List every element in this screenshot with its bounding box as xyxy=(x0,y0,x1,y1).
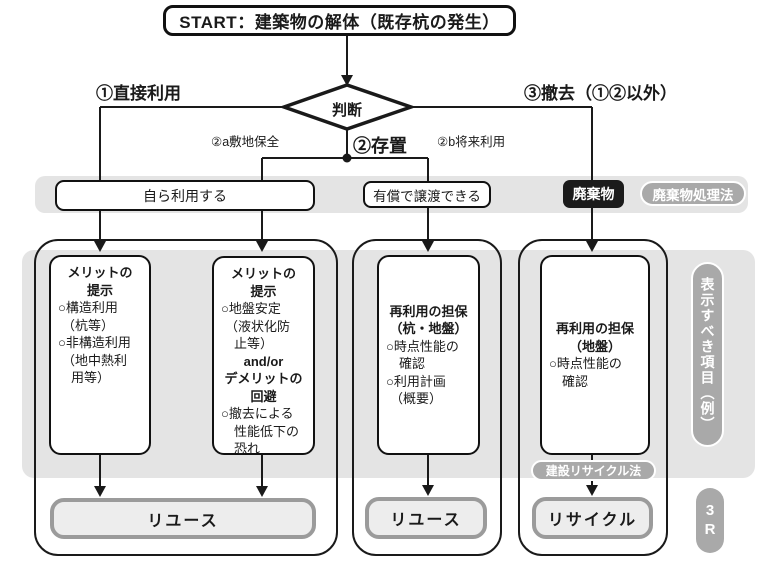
box3-line: （概要） xyxy=(390,391,443,406)
leave-in-place-container xyxy=(352,239,502,556)
branch-label-future-use: ②b将来利用 xyxy=(437,135,506,149)
box1-line: 提示 xyxy=(86,282,113,298)
box2-line: 止等） xyxy=(234,336,274,351)
box2-line: ○地盤安定 xyxy=(221,301,281,316)
construction-recycle-law-pill: 建設リサイクル法 xyxy=(531,460,656,481)
box2-line: 提示 xyxy=(250,283,277,299)
box2-line: メリットの xyxy=(230,266,296,281)
reuse-guarantee-ground-box: 再利用の担保 （地盤） ○時点性能の 確認 xyxy=(540,255,650,455)
branch-label-removal: ③撤去（①②以外） xyxy=(524,84,677,103)
box1-line: ○構造利用 xyxy=(58,300,118,315)
box3-line: （杭・地盤） xyxy=(389,321,468,336)
box2-line: （液状化防 xyxy=(225,318,291,334)
reuse-result-left: リユース xyxy=(50,498,316,539)
box2-line: 性能低下の xyxy=(234,423,300,439)
box4-line: 再利用の担保 xyxy=(555,321,634,336)
box1-line: （地中熱利 xyxy=(62,352,128,368)
box3-line: ○利用計画 xyxy=(386,373,446,389)
three-r-pill: 3R xyxy=(696,488,724,553)
box4-line: ○時点性能の xyxy=(549,356,622,371)
direct-use-container xyxy=(34,239,338,556)
box1-line: メリットの xyxy=(67,265,133,280)
box1-line: 用等） xyxy=(71,370,111,385)
box1-line: （杭等） xyxy=(62,317,115,333)
branch-junction-dot xyxy=(342,153,352,163)
merit-demerit-box: メリットの 提示 ○地盤安定 （液状化防 止等） and/or デメリットの 回… xyxy=(212,256,315,456)
box2-line: ○撤去による xyxy=(221,406,294,421)
box2-line: and/or xyxy=(243,353,284,369)
waste-disposal-law-pill: 廃棄物処理法 xyxy=(640,181,746,206)
branch-label-leave-in-place: ②存置 xyxy=(353,136,407,156)
arrow-to-decision xyxy=(341,75,353,86)
reuse-result-middle: リユース xyxy=(365,497,487,539)
decision-label: 判断 xyxy=(331,102,362,119)
branch-label-site-preservation: ②a敷地保全 xyxy=(211,135,280,149)
display-items-pill: 表示すべき項目（例） xyxy=(691,262,724,447)
paid-transfer-node: 有償で譲渡できる xyxy=(363,181,491,208)
reuse-guarantee-pile-ground-box: 再利用の担保 （杭・地盤） ○時点性能の 確認 ○利用計画 （概要） xyxy=(377,255,480,455)
box2-line: デメリットの xyxy=(224,371,303,386)
recycle-result: リサイクル xyxy=(532,497,653,539)
merit-structural-box: メリットの 提示 ○構造利用 （杭等） ○非構造利用 （地中熱利 用等） xyxy=(49,255,151,455)
box4-line: 確認 xyxy=(562,373,589,389)
start-node: START：建築物の解体（既存杭の発生） xyxy=(163,5,516,36)
box3-line: 再利用の担保 xyxy=(389,303,468,319)
removal-container xyxy=(518,239,668,556)
box4-line: （地盤） xyxy=(568,338,621,354)
box2-line: 恐れ xyxy=(234,441,261,456)
box3-line: ○時点性能の xyxy=(386,338,459,354)
branch-label-direct-use: ①直接利用 xyxy=(96,84,181,103)
box3-line: 確認 xyxy=(399,356,426,371)
box2-line: 回避 xyxy=(250,388,277,404)
self-use-node: 自ら利用する xyxy=(55,180,315,211)
waste-node: 廃棄物 xyxy=(563,180,624,208)
box1-line: ○非構造利用 xyxy=(58,335,131,350)
